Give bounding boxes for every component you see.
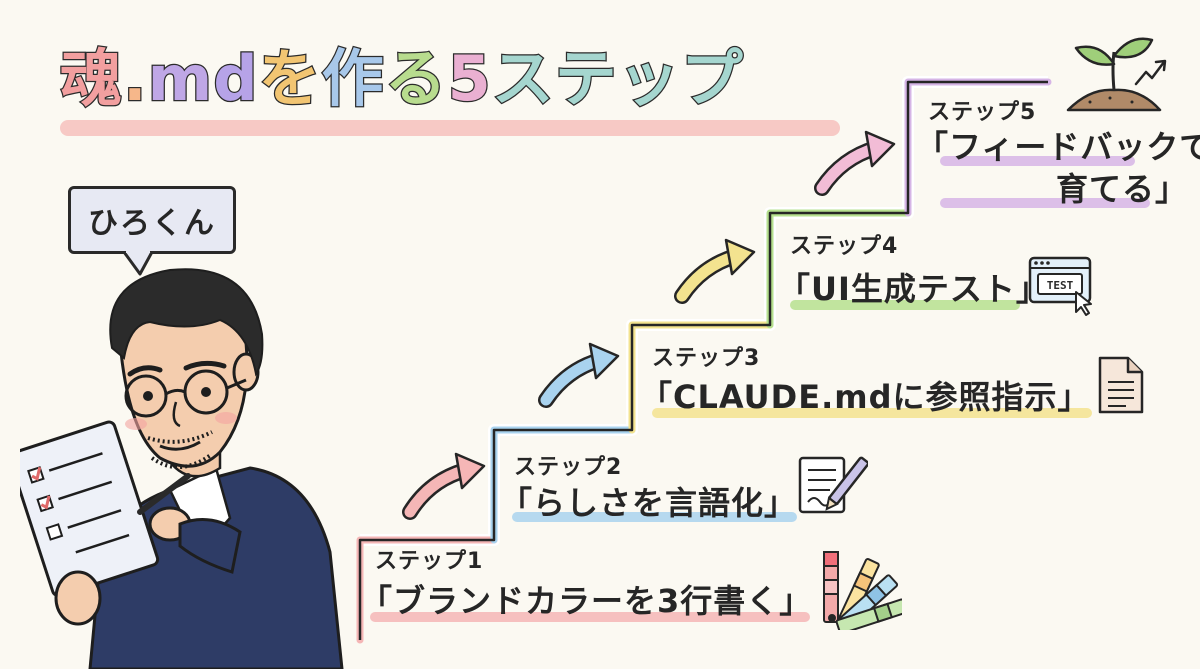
title-underline [60,120,840,136]
step-5-highlight-line2 [940,198,1150,208]
pen [137,473,191,515]
arrow-step-4-to-5 [814,130,896,196]
arrow-step-1-to-2 [402,452,486,520]
step-3-caption: ステップ3 [652,346,761,371]
step-1-highlight [370,612,810,622]
document-icon [1098,356,1144,414]
title-block: 魂.mdを作る5ステップ [59,34,850,144]
right-blush [215,412,237,424]
step-2-highlight [512,512,797,522]
arrow-step-3-to-4 [674,238,756,304]
step-5-highlight-line1 [940,156,1135,166]
character-name: ひろくん [88,206,216,241]
title-part-soul: 魂 [59,41,124,117]
title-part-steps: ステップ [491,41,745,117]
step-2-caption: ステップ2 [514,455,623,480]
test-window-label: TEST [1047,279,1074,292]
glasses-left-lens [124,374,168,418]
glasses-bridge [165,388,186,396]
step-5-title-line2: 育てる」 [1056,170,1189,208]
step-5-title-line1: 「フィードバックで [916,128,1200,166]
title-part-ru: る [383,41,448,117]
title-part-tsuku: 作 [320,41,385,117]
character-illustration [20,268,344,669]
sprout-stem [1111,51,1116,91]
left-blush [125,418,147,430]
step-3-title: 「CLAUDE.mdに参照指示」 [640,378,1091,416]
sprout-right-leaf [1112,37,1154,59]
step-1-caption: ステップ1 [375,549,484,574]
glasses-temple [226,378,247,390]
nose [172,401,181,428]
title-part-five: 5 [446,41,492,117]
title-part-dot: . [122,41,148,117]
step-2-title: 「らしさを言語化」 [500,484,798,522]
mouth [159,440,201,451]
page-title: 魂.mdを作る5ステップ [59,34,745,124]
cursor-pointer-icon [1075,291,1092,316]
clipboard [20,420,160,598]
color-swatch-fan-icon [823,551,902,630]
right-eyebrow [183,360,227,371]
left-eye [143,391,153,401]
step-4-title: 「UI生成テスト」 [778,270,1049,308]
left-eyebrow [127,365,163,377]
title-part-d: d [212,41,259,117]
growth-trend-arrow [1134,60,1166,86]
test-window-icon: TEST [1028,256,1092,316]
step-3-highlight [652,408,1092,418]
speech-bubble-tail [122,250,154,276]
step-4-caption: ステップ4 [790,234,899,259]
step-5-caption: ステップ5 [928,100,1037,125]
sleeve [178,518,242,574]
step-1-title: 「ブランドカラーを3行書く」 [360,582,813,620]
mustache [147,430,213,444]
left-hand [54,570,102,626]
notepad-pen-icon [798,456,868,514]
soil-mound [1066,88,1162,112]
hair [109,268,264,377]
sprout-growth-icon [1066,37,1167,112]
right-eye [201,387,211,397]
step-4-highlight [790,300,1020,310]
arrow-step-2-to-3 [538,342,620,408]
stair-outline [358,80,1048,640]
sprout-left-leaf [1074,45,1116,66]
title-part-m: m [146,41,214,117]
title-part-wo: を [257,41,322,117]
beard [150,452,214,470]
